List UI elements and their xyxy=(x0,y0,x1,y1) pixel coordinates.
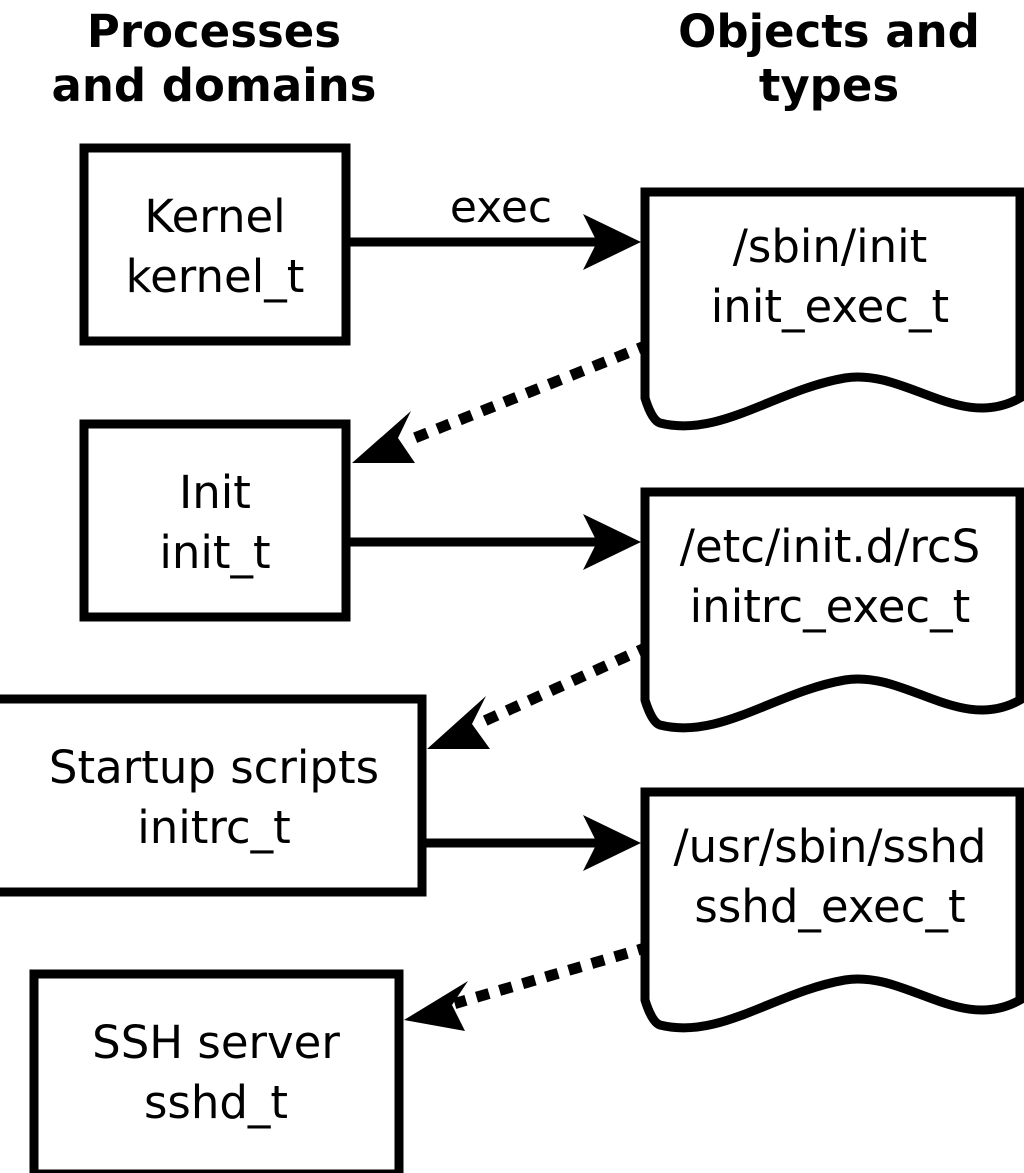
edge-init-to-initrc-exec xyxy=(350,514,641,570)
edge-sshd-exec-to-sshd-arrowhead xyxy=(404,981,468,1031)
node-init-box[interactable] xyxy=(79,419,351,622)
node-init[interactable]: Init init_t xyxy=(79,419,351,622)
edge-sshd-exec-to-sshd xyxy=(404,941,652,1031)
node-initrc-box[interactable] xyxy=(0,694,427,897)
edge-kernel-to-init-exec: exec xyxy=(350,182,641,270)
node-kernel[interactable]: Kernel kernel_t xyxy=(79,143,351,346)
node-sshd-box[interactable] xyxy=(29,969,404,1173)
node-init-exec-shape[interactable] xyxy=(640,187,1024,431)
node-initrc-exec-type: initrc_exec_t xyxy=(690,580,971,633)
edge-initrc-exec-to-initrc-arrowhead xyxy=(427,696,490,749)
node-sshd-exec-type: sshd_exec_t xyxy=(694,880,965,933)
edge-init-to-initrc-exec-arrowhead xyxy=(583,514,641,570)
node-initrc[interactable]: Startup scripts initrc_t xyxy=(0,694,427,897)
column-heading-processes: Processes and domains xyxy=(52,5,377,112)
edge-init-exec-to-init xyxy=(352,338,653,463)
edge-initrc-to-sshd-exec-arrowhead xyxy=(583,815,641,871)
column-heading-objects-line2: types xyxy=(759,59,899,112)
node-initrc-name: Startup scripts xyxy=(49,741,379,794)
node-init-exec-type: init_exec_t xyxy=(711,280,949,333)
column-heading-objects-line1: Objects and xyxy=(678,5,980,58)
column-heading-processes-line1: Processes xyxy=(87,5,341,58)
node-sshd-exec-path: /usr/sbin/sshd xyxy=(674,820,987,873)
node-sshd-name: SSH server xyxy=(92,1016,340,1069)
node-init-type: init_t xyxy=(159,526,270,579)
edge-init-exec-to-init-arrowhead xyxy=(352,411,415,463)
node-kernel-name: Kernel xyxy=(144,190,285,243)
edge-sshd-exec-to-sshd-line xyxy=(453,941,652,1009)
node-initrc-type: initrc_t xyxy=(137,801,291,854)
node-sshd-exec-shape[interactable] xyxy=(640,787,1024,1033)
node-initrc-exec-shape[interactable] xyxy=(640,487,1024,733)
node-sshd[interactable]: SSH server sshd_t xyxy=(29,969,404,1173)
node-kernel-box[interactable] xyxy=(79,143,351,346)
node-kernel-type: kernel_t xyxy=(126,250,305,303)
node-initrc-exec[interactable]: /etc/init.d/rcS initrc_exec_t xyxy=(640,487,1024,733)
edge-label-exec: exec xyxy=(450,182,552,233)
node-init-name: Init xyxy=(179,466,251,519)
column-heading-objects: Objects and types xyxy=(678,5,980,112)
edge-kernel-to-init-exec-arrowhead xyxy=(583,214,641,270)
edge-initrc-exec-to-initrc-line xyxy=(472,640,653,731)
edge-initrc-exec-to-initrc xyxy=(427,640,653,749)
edge-init-exec-to-init-line xyxy=(399,338,653,449)
edge-initrc-to-sshd-exec xyxy=(426,815,641,871)
node-init-exec-path: /sbin/init xyxy=(733,220,928,273)
column-heading-processes-line2: and domains xyxy=(52,59,377,112)
node-sshd-exec[interactable]: /usr/sbin/sshd sshd_exec_t xyxy=(640,787,1024,1033)
node-sshd-type: sshd_t xyxy=(144,1076,288,1129)
node-init-exec[interactable]: /sbin/init init_exec_t xyxy=(640,187,1024,431)
node-initrc-exec-path: /etc/init.d/rcS xyxy=(680,520,980,573)
